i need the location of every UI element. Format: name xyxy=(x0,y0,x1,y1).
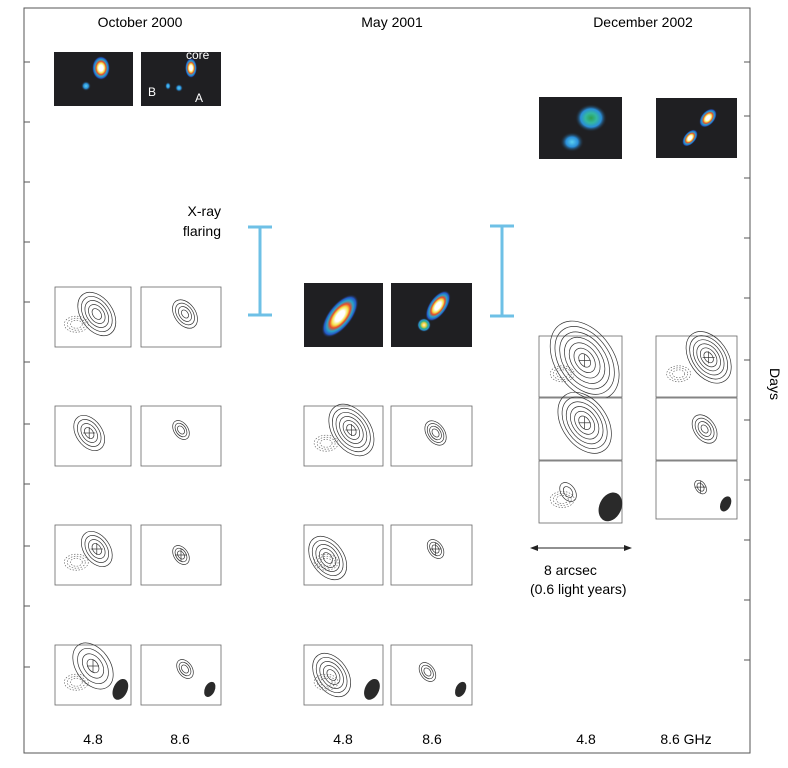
contour-oct-2000-86-row3 xyxy=(140,524,222,586)
contour-oct-2000-86-row1 xyxy=(140,286,222,348)
contour-dec-2002-48-row1 xyxy=(538,320,623,401)
freq-label-may-8-6: 8.6 xyxy=(422,731,442,747)
right-axis-ticks xyxy=(744,61,750,661)
contour-oct-2000-48-row4 xyxy=(54,642,132,706)
label-core: core xyxy=(186,48,210,62)
xray-flaring-label-line2: flaring xyxy=(183,223,221,239)
epoch-header-oct-2000: October 2000 xyxy=(98,14,183,30)
label-b: B xyxy=(148,85,156,99)
contour-dec-2002-86-row2 xyxy=(655,397,738,461)
radio-contour-panels xyxy=(54,286,738,706)
contour-oct-2000-86-row2 xyxy=(140,405,222,467)
scale-bar-label-arcsec: 8 arcsec xyxy=(544,562,597,578)
xray-flaring-bracket-left xyxy=(248,225,272,317)
scale-bar xyxy=(530,545,632,551)
freq-label-dec-4-8: 4.8 xyxy=(576,731,596,747)
days-axis-label: Days xyxy=(767,368,783,400)
contour-dec-2002-86-row1 xyxy=(655,331,738,398)
xray-image-oct-2000-left xyxy=(54,52,133,106)
epoch-header-dec-2002: December 2002 xyxy=(593,14,693,30)
contour-may-2001-86-row2 xyxy=(390,405,473,467)
xray-flaring-bracket-right xyxy=(490,224,514,318)
contour-dec-2002-48-row3 xyxy=(538,460,623,524)
xray-image-oct-2000-right: core B A xyxy=(141,48,221,106)
contour-may-2001-48-row2 xyxy=(303,403,384,467)
contour-oct-2000-86-row4 xyxy=(140,644,222,706)
contour-oct-2000-48-row1 xyxy=(54,286,132,348)
xray-image-dec-2002-right xyxy=(656,98,737,158)
xray-image-may-2001-left xyxy=(304,283,383,347)
contour-may-2001-48-row4 xyxy=(303,644,384,706)
xray-flaring-label-line1: X-ray xyxy=(188,203,221,219)
freq-label-dec-8-6: 8.6 GHz xyxy=(660,731,711,747)
epoch-header-may-2001: May 2001 xyxy=(361,14,423,30)
contour-dec-2002-48-row2 xyxy=(538,391,623,461)
left-axis-ticks xyxy=(24,61,30,668)
contour-may-2001-86-row3 xyxy=(390,524,473,586)
contour-may-2001-86-row4 xyxy=(390,644,473,706)
freq-label-oct-4-8: 4.8 xyxy=(83,731,103,747)
contour-oct-2000-48-row3 xyxy=(54,524,132,586)
freq-label-may-4-8: 4.8 xyxy=(333,731,353,747)
xray-image-dec-2002-left xyxy=(539,97,622,159)
xray-image-may-2001-right xyxy=(391,283,472,347)
scale-bar-label-lightyears: (0.6 light years) xyxy=(530,581,626,597)
contour-dec-2002-86-row3 xyxy=(655,460,738,520)
contour-oct-2000-48-row2 xyxy=(54,405,132,467)
freq-label-oct-8-6: 8.6 xyxy=(170,731,190,747)
label-a: A xyxy=(195,91,203,105)
figure-frame xyxy=(23,7,751,754)
contour-may-2001-48-row3 xyxy=(303,524,384,586)
